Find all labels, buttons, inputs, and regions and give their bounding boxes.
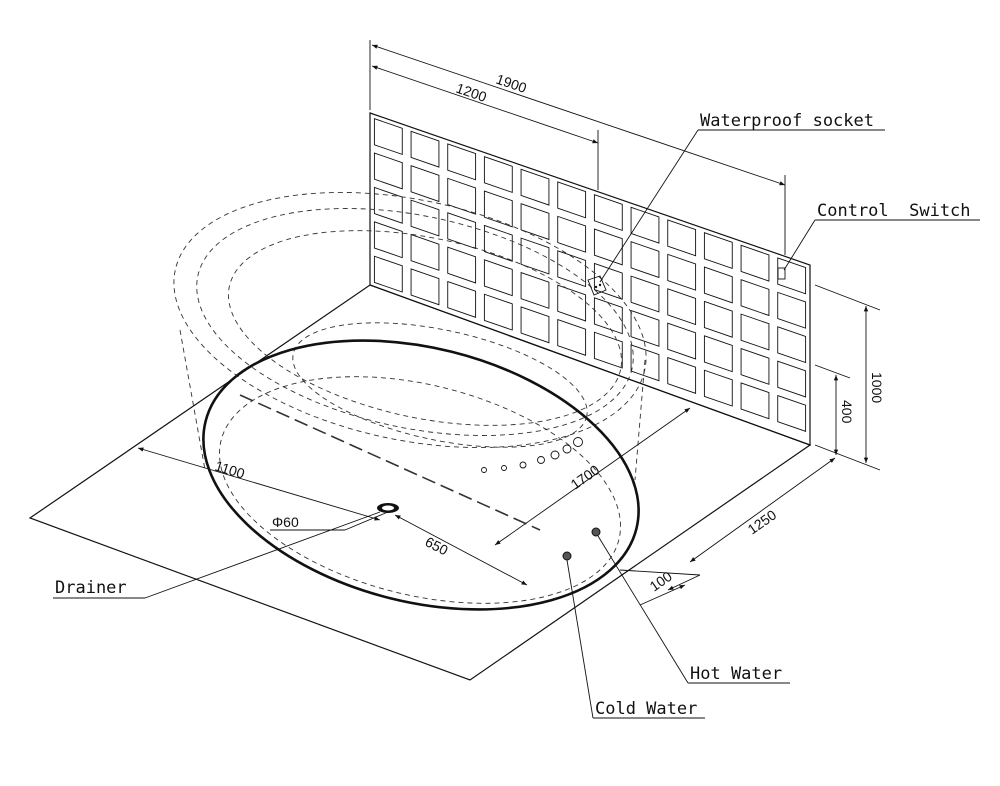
wall-tile [520,306,550,344]
wall-tile [520,271,550,309]
wall-tiles [373,118,807,432]
wall-tile [593,297,623,335]
wall-tile [410,199,440,237]
wall-tile [630,206,660,244]
wall-tile [667,288,697,326]
dimension-lines [137,40,881,606]
wall-tile [520,203,550,241]
wall-tile [667,219,697,257]
wall-tile [630,344,660,382]
dim-1700: 1700 [568,461,603,492]
wall-tile [557,181,587,219]
hot-water-inlet-icon [591,527,601,537]
wall-tile [703,232,733,270]
wall-tile [557,250,587,288]
wall-tile [630,241,660,279]
wall-tile [447,143,477,181]
wall-tile [557,284,587,322]
wall-tile [740,382,770,420]
wall-tile [447,246,477,284]
wall-tile [667,356,697,394]
wall-tile [667,322,697,360]
wall-tile [630,275,660,313]
wall-tile [373,255,403,293]
waterproof-socket-icon [587,275,607,296]
wall-tile [410,130,440,168]
label-waterproof-socket: Waterproof socket [700,111,874,131]
wall-tile [593,228,623,266]
wall-tile [483,293,513,331]
wall-tile [483,224,513,262]
wall-tile [703,369,733,407]
label-cold-water: Cold Water [595,699,697,719]
wall-tile [373,118,403,156]
wall-tile [777,394,807,432]
wall-tile [483,190,513,228]
wall-tile [703,300,733,338]
dim-1100: 1100 [213,458,247,482]
wall-tile [777,360,807,398]
dim-1250: 1250 [745,506,780,537]
callout-leaders [53,129,980,719]
wall-tile [520,237,550,275]
wall-tile [703,335,733,373]
wall-tile [667,253,697,291]
massage-jets [481,437,583,473]
wall-tile [447,212,477,250]
dim-650: 650 [423,533,451,558]
wall-tile [373,152,403,190]
wall-tile [483,259,513,297]
dim-400: 400 [839,400,855,424]
drain-icon [377,503,399,513]
wall-tile [740,244,770,282]
label-hot-water: Hot Water [690,664,782,684]
wall-tile [740,279,770,317]
wall-tile [557,215,587,253]
wall-tile [777,257,807,295]
dim-1000: 1000 [869,372,885,403]
wall-tile [373,221,403,259]
wall-tile [520,168,550,206]
label-control-switch: Control Switch [817,201,971,221]
control-switch-icon [777,267,786,280]
tub-hidden-lines [173,192,647,604]
wall-tile [777,291,807,329]
dim-1200: 1200 [454,80,489,105]
wall-tile [593,194,623,232]
cold-water-inlet-icon [562,551,572,561]
wall-tile [410,165,440,203]
wall-tile [447,280,477,318]
dim-phi60: Φ60 [272,514,299,530]
wall-tile [740,313,770,351]
wall-tile [740,347,770,385]
wall-tile [557,318,587,356]
wall-tile [410,233,440,271]
wall-tile [483,156,513,194]
wall-tile [593,331,623,369]
wall-tile [410,268,440,306]
wall-tile [777,326,807,364]
wall-tile [630,309,660,347]
wall-tile [593,262,623,300]
wall-tile [703,266,733,304]
label-drainer: Drainer [55,578,127,598]
wall-outline [369,112,811,446]
wall-tile [373,186,403,224]
wall-tile [447,177,477,215]
